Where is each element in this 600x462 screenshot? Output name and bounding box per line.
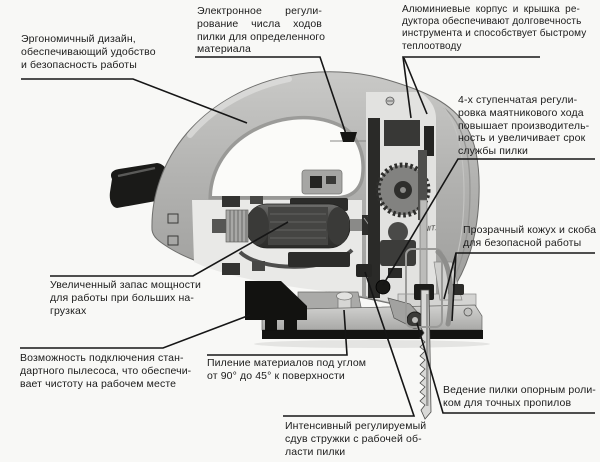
switch-block (310, 176, 322, 188)
pendulum-selector-knob (375, 279, 391, 295)
plunger-guide (418, 150, 427, 220)
leader-guard-2 (451, 252, 457, 322)
commutator (225, 209, 249, 243)
stator-block-2 (250, 196, 263, 204)
base-screw (463, 307, 473, 317)
lamination-lines (270, 213, 326, 239)
label-vacuum-connection: Возможность подключения стан-дартного пы… (20, 352, 192, 390)
roller-hole (412, 317, 418, 323)
leader-power (50, 221, 289, 277)
gearbox-plate (368, 118, 380, 298)
base-plate-edge (262, 330, 483, 339)
leader-ergonomic (21, 78, 248, 124)
gear-teeth (375, 162, 431, 218)
gearbox-bit-1 (388, 268, 402, 278)
armature-laminations (268, 207, 328, 245)
body-badge-2 (167, 235, 179, 246)
label-pendulum-adjustment: 4-х ступенчатая регули-ровка маятниковог… (458, 94, 590, 158)
field-coil-bottom (288, 252, 350, 267)
body-badge-1 (167, 213, 179, 224)
leader-roller (416, 322, 595, 414)
leader-aluminum-2 (403, 57, 428, 115)
clamp-screw-head (336, 291, 353, 301)
commutator-ribs (229, 210, 247, 242)
leader-aluminum-1 (402, 56, 540, 119)
stator-block-1 (222, 196, 240, 207)
leader-vacuum (20, 314, 251, 349)
gearbox-top-block (384, 120, 420, 146)
handle-highlight (187, 76, 292, 138)
leader-blower (283, 271, 416, 417)
switch-contact (326, 176, 336, 184)
leader-pendulum (382, 158, 595, 286)
transparent-guard (405, 248, 443, 328)
casing-ridge-outer (443, 107, 471, 291)
winding-right (327, 207, 349, 245)
label-support-roller: Ведение пилки опорным роли-ком для точны… (443, 384, 596, 409)
blower-nozzle (356, 264, 372, 277)
blade-shade (426, 294, 429, 406)
motor-bearing (212, 219, 226, 233)
label-aluminum-housing: Алюминиевые корпус и крышка ре-дуктора о… (402, 4, 587, 52)
label-ergonomic-design: Эргономичный дизайн,обеспечивающий удобс… (21, 33, 156, 71)
ground-shadow (254, 340, 490, 348)
cable-boot-highlight (117, 166, 156, 178)
speed-dial (340, 132, 357, 142)
leader-lines-layer (20, 56, 595, 417)
dust-port-adapter (245, 281, 307, 331)
casing-mark-text: NIT. (424, 225, 437, 233)
leader-angle (207, 309, 348, 356)
leader-electronic (195, 56, 347, 135)
eccentric (388, 222, 408, 242)
gearbox-side-block (424, 126, 434, 156)
stator-block-3 (222, 263, 240, 275)
stator-block-4 (252, 261, 265, 271)
counterweight (380, 240, 416, 266)
gear-axle (400, 187, 406, 193)
